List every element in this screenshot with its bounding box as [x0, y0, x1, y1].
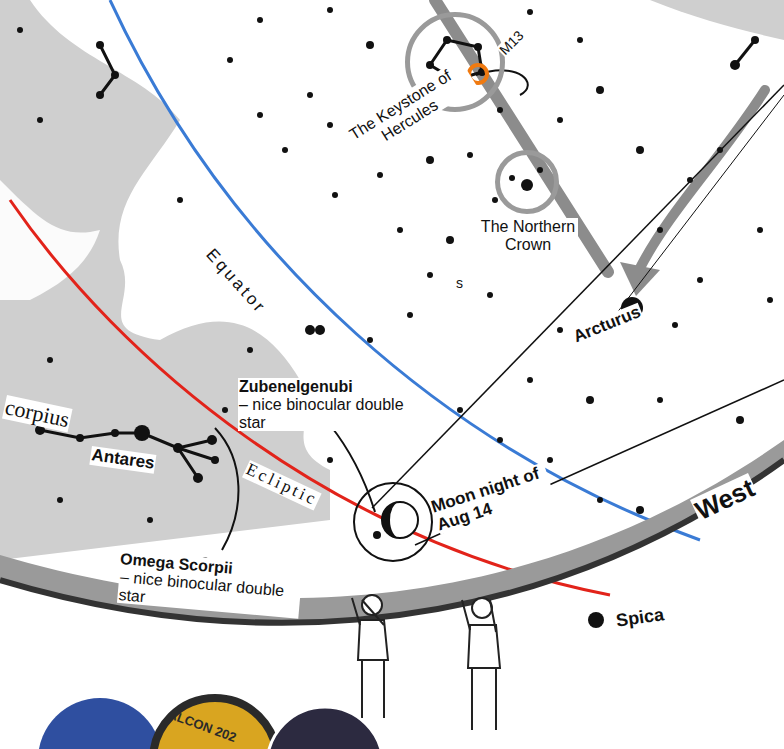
chart-label: Spica	[614, 605, 666, 632]
star	[588, 612, 604, 628]
arrow-head	[620, 262, 660, 296]
horizon-line	[0, 460, 784, 623]
chart-label: Arcturus	[570, 303, 645, 348]
chart-label: Zubenelgenubi	[238, 378, 354, 396]
badge	[153, 698, 277, 749]
pointer-band	[435, 0, 608, 272]
sky-circle: Moon night of Aug 14	[353, 482, 433, 562]
arc-arrow	[640, 90, 765, 268]
badge	[38, 698, 162, 749]
leader-line	[215, 428, 238, 550]
guide-line	[600, 95, 784, 335]
moon-shadow	[382, 502, 400, 538]
sky-circle: The Northern Crown	[495, 150, 559, 214]
star-label: The Keystone of Hercules	[332, 58, 478, 167]
stars	[17, 7, 773, 563]
leader-line	[330, 425, 375, 512]
chart-label: – nice binocular double star	[238, 396, 420, 431]
constellation-lines	[40, 40, 755, 478]
ecliptic-line	[10, 200, 610, 595]
guide-line	[415, 380, 784, 545]
stargazers	[352, 595, 500, 730]
star-label: Moon night of Aug 14	[429, 462, 555, 535]
sky-circle: The Keystone of Hercules	[405, 12, 505, 112]
milky-way-gap	[0, 180, 100, 300]
guide-line	[372, 85, 784, 508]
circle-outline	[495, 150, 559, 214]
chart-label: Equator	[201, 245, 270, 319]
star-label: The Northern Crown	[478, 218, 578, 253]
horizon-band	[0, 440, 784, 623]
milky-way	[0, 0, 330, 560]
equator-line	[110, 0, 700, 540]
chart-label: s	[455, 276, 464, 291]
circle-outline	[353, 482, 433, 562]
milky-way	[650, 0, 784, 40]
moon	[382, 502, 418, 538]
badge	[267, 707, 383, 749]
